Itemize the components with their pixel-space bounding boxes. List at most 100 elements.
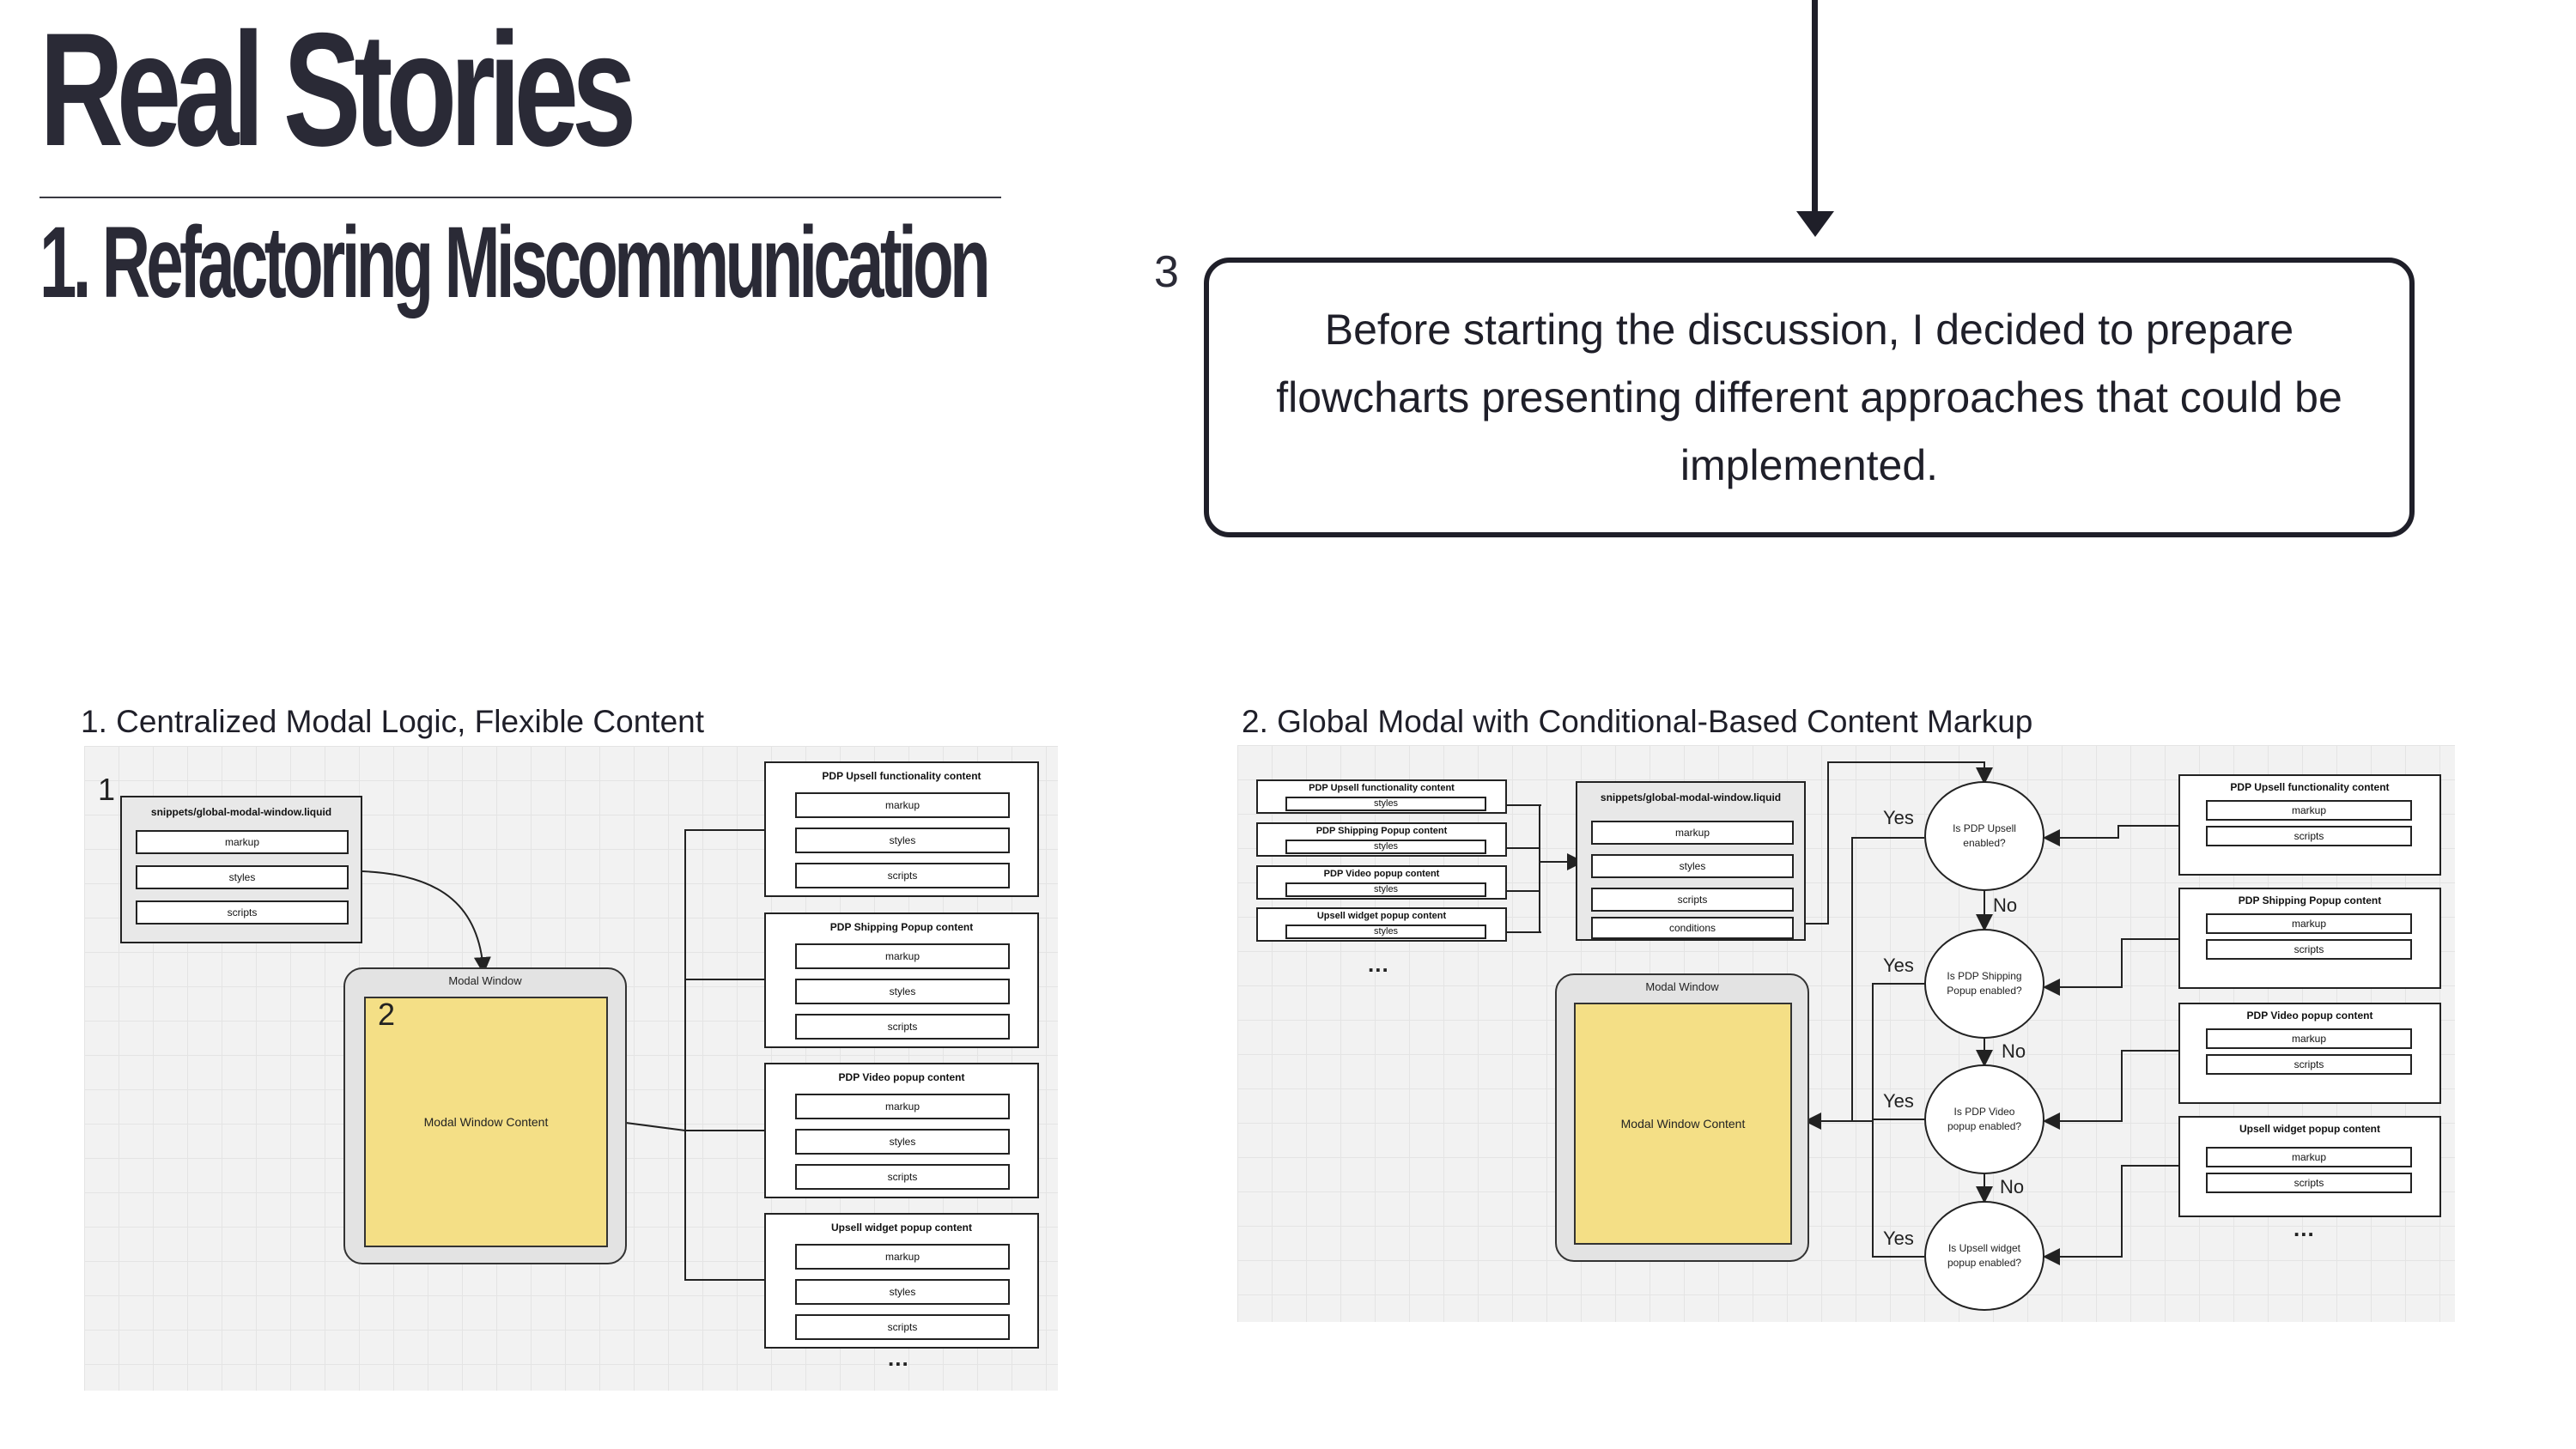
content-box-slot: styles bbox=[795, 1279, 1010, 1305]
content-box-title: PDP Shipping Popup content bbox=[829, 921, 974, 933]
right-box-slot: markup bbox=[2206, 913, 2412, 934]
content-box-slot: styles bbox=[795, 979, 1010, 1004]
diagram2-modal-content-label: Modal Window Content bbox=[1620, 1117, 1746, 1131]
diagram2-left-box: PDP Video popup content styles bbox=[1256, 865, 1507, 900]
diagram2-left-ellipsis: ... bbox=[1368, 951, 1389, 977]
yes-label: Yes bbox=[1883, 807, 1914, 828]
title-divider bbox=[39, 197, 1001, 198]
diagram2-snippet-slot: scripts bbox=[1591, 888, 1794, 912]
decision-label: Is PDP Video popup enabled? bbox=[1947, 1106, 2022, 1132]
diagram2-snippet-slot: styles bbox=[1591, 854, 1794, 878]
diagram1-connectors bbox=[361, 829, 764, 1281]
callout-box: Before starting the discussion, I decide… bbox=[1204, 258, 2415, 537]
left-box-slot: styles bbox=[1285, 925, 1486, 939]
decision-node: Is Upsell widget popup enabled? bbox=[1924, 1201, 2044, 1311]
left-box-slot: styles bbox=[1285, 797, 1486, 811]
diagram2-right-box: Upsell widget popup content markup scrip… bbox=[2178, 1116, 2441, 1217]
diagram2-panel: PDP Upsell functionality content styles … bbox=[1237, 745, 2455, 1322]
right-box-title: PDP Video popup content bbox=[2246, 1009, 2373, 1022]
left-box-title: Upsell widget popup content bbox=[1316, 911, 1447, 921]
right-box-slot: scripts bbox=[2206, 826, 2412, 846]
yes-label: Yes bbox=[1883, 955, 1914, 976]
content-box-slot: scripts bbox=[795, 863, 1010, 888]
diagram1-ellipsis: ... bbox=[888, 1345, 909, 1371]
content-box-slot: styles bbox=[795, 828, 1010, 853]
decision-label: Is Upsell widget popup enabled? bbox=[1947, 1242, 2022, 1269]
diagram2-caption: 2. Global Modal with Conditional-Based C… bbox=[1242, 704, 2033, 739]
callout-text: Before starting the discussion, I decide… bbox=[1276, 305, 2342, 489]
no-label: No bbox=[2002, 1040, 2026, 1062]
left-box-slot: styles bbox=[1285, 840, 1486, 854]
diagram1-number-1: 1 bbox=[98, 772, 116, 807]
right-box-slot: markup bbox=[2206, 800, 2412, 821]
right-box-slot: markup bbox=[2206, 1028, 2412, 1049]
content-box-slot: scripts bbox=[795, 1164, 1010, 1190]
diagram1-modal-window: Modal Window Modal Window Content bbox=[343, 967, 627, 1264]
yes-label: Yes bbox=[1883, 1228, 1914, 1249]
page-title: Real Stories bbox=[39, 0, 636, 179]
left-box-title: PDP Upsell functionality content bbox=[1309, 783, 1455, 793]
diagram1-modal-content: Modal Window Content bbox=[364, 997, 608, 1247]
content-box-slot: scripts bbox=[795, 1014, 1010, 1040]
left-box-title: PDP Shipping Popup content bbox=[1315, 826, 1448, 836]
content-box-slot: scripts bbox=[795, 1314, 1010, 1340]
diagram2-snippet-box: snippets/global-modal-window.liquid mark… bbox=[1576, 781, 1806, 941]
callout-step-number: 3 bbox=[1154, 247, 1179, 297]
diagram2-right-ellipsis: ... bbox=[2293, 1216, 2315, 1241]
no-label: No bbox=[1993, 894, 2018, 916]
diagram2-right-box: PDP Video popup content markup scripts bbox=[2178, 1003, 2441, 1104]
diagram1-content-box: PDP Shipping Popup content markup styles… bbox=[764, 912, 1039, 1048]
content-box-slot: markup bbox=[795, 1094, 1010, 1119]
diagram1-snippet-title: snippets/global-modal-window.liquid bbox=[150, 806, 332, 818]
diagram2-snippet-slot: conditions bbox=[1591, 917, 1794, 939]
diagram1-snippet-slot: styles bbox=[136, 865, 349, 889]
diagram2-modal-label: Modal Window bbox=[1645, 980, 1719, 993]
decision-node: Is PDP Upsell enabled? bbox=[1924, 781, 2044, 891]
diagram1-snippet-box: snippets/global-modal-window.liquid mark… bbox=[120, 796, 362, 943]
diagram2-left-box: PDP Shipping Popup content styles bbox=[1256, 822, 1507, 857]
right-box-title: Upsell widget popup content bbox=[2239, 1123, 2380, 1135]
diagram1-snippet-slot: scripts bbox=[136, 900, 349, 925]
diagram2-connectors bbox=[1505, 761, 2178, 1265]
content-box-slot: styles bbox=[795, 1129, 1010, 1155]
content-box-title: PDP Upsell functionality content bbox=[822, 770, 981, 782]
diagram1-content-box: Upsell widget popup content markup style… bbox=[764, 1213, 1039, 1349]
content-box-title: Upsell widget popup content bbox=[831, 1222, 972, 1234]
diagram1-modal-content-label: Modal Window Content bbox=[423, 1115, 549, 1129]
left-box-slot: styles bbox=[1285, 882, 1486, 897]
diagram1-content-box: PDP Upsell functionality content markup … bbox=[764, 761, 1039, 897]
diagram2-modal-window: Modal Window Modal Window Content bbox=[1555, 973, 1809, 1262]
diagram2-left-box: PDP Upsell functionality content styles bbox=[1256, 779, 1507, 814]
decision-label: Is PDP Shipping Popup enabled? bbox=[1947, 970, 2022, 997]
diagram2-snippet-title: snippets/global-modal-window.liquid bbox=[1600, 791, 1782, 803]
yes-label: Yes bbox=[1883, 1090, 1914, 1112]
content-box-title: PDP Video popup content bbox=[838, 1071, 965, 1083]
down-arrow-head bbox=[1796, 211, 1834, 237]
right-box-slot: scripts bbox=[2206, 1054, 2412, 1075]
no-label: No bbox=[2000, 1176, 2025, 1197]
decision-node: Is PDP Video popup enabled? bbox=[1924, 1064, 2044, 1174]
diagram1-caption: 1. Centralized Modal Logic, Flexible Con… bbox=[81, 704, 704, 739]
page-subtitle: 1. Refactoring Miscommunication bbox=[39, 206, 991, 319]
diagram1-number-2: 2 bbox=[378, 997, 396, 1032]
content-box-slot: markup bbox=[795, 943, 1010, 969]
right-box-title: PDP Upsell functionality content bbox=[2230, 781, 2390, 793]
diagram1-content-box: PDP Video popup content markup styles sc… bbox=[764, 1063, 1039, 1198]
diagram1-panel: 1 snippets/global-modal-window.liquid ma… bbox=[84, 746, 1058, 1391]
right-box-slot: markup bbox=[2206, 1147, 2412, 1167]
diagram2-right-box: PDP Shipping Popup content markup script… bbox=[2178, 888, 2441, 989]
diagram2-snippet-slot: markup bbox=[1591, 821, 1794, 845]
content-box-slot: markup bbox=[795, 792, 1010, 818]
diagram2-right-box: PDP Upsell functionality content markup … bbox=[2178, 774, 2441, 876]
diagram2-left-box: Upsell widget popup content styles bbox=[1256, 907, 1507, 942]
diagram1-snippet-slot: markup bbox=[136, 830, 349, 854]
diagram1-modal-label: Modal Window bbox=[448, 974, 522, 987]
right-box-title: PDP Shipping Popup content bbox=[2238, 894, 2382, 906]
diagram2-modal-content: Modal Window Content bbox=[1574, 1003, 1792, 1245]
left-box-title: PDP Video popup content bbox=[1323, 869, 1440, 879]
right-box-slot: scripts bbox=[2206, 939, 2412, 960]
right-box-slot: scripts bbox=[2206, 1173, 2412, 1193]
decision-label: Is PDP Upsell enabled? bbox=[1953, 822, 2016, 849]
decision-node: Is PDP Shipping Popup enabled? bbox=[1924, 929, 2044, 1039]
down-arrow-line bbox=[1812, 0, 1818, 213]
